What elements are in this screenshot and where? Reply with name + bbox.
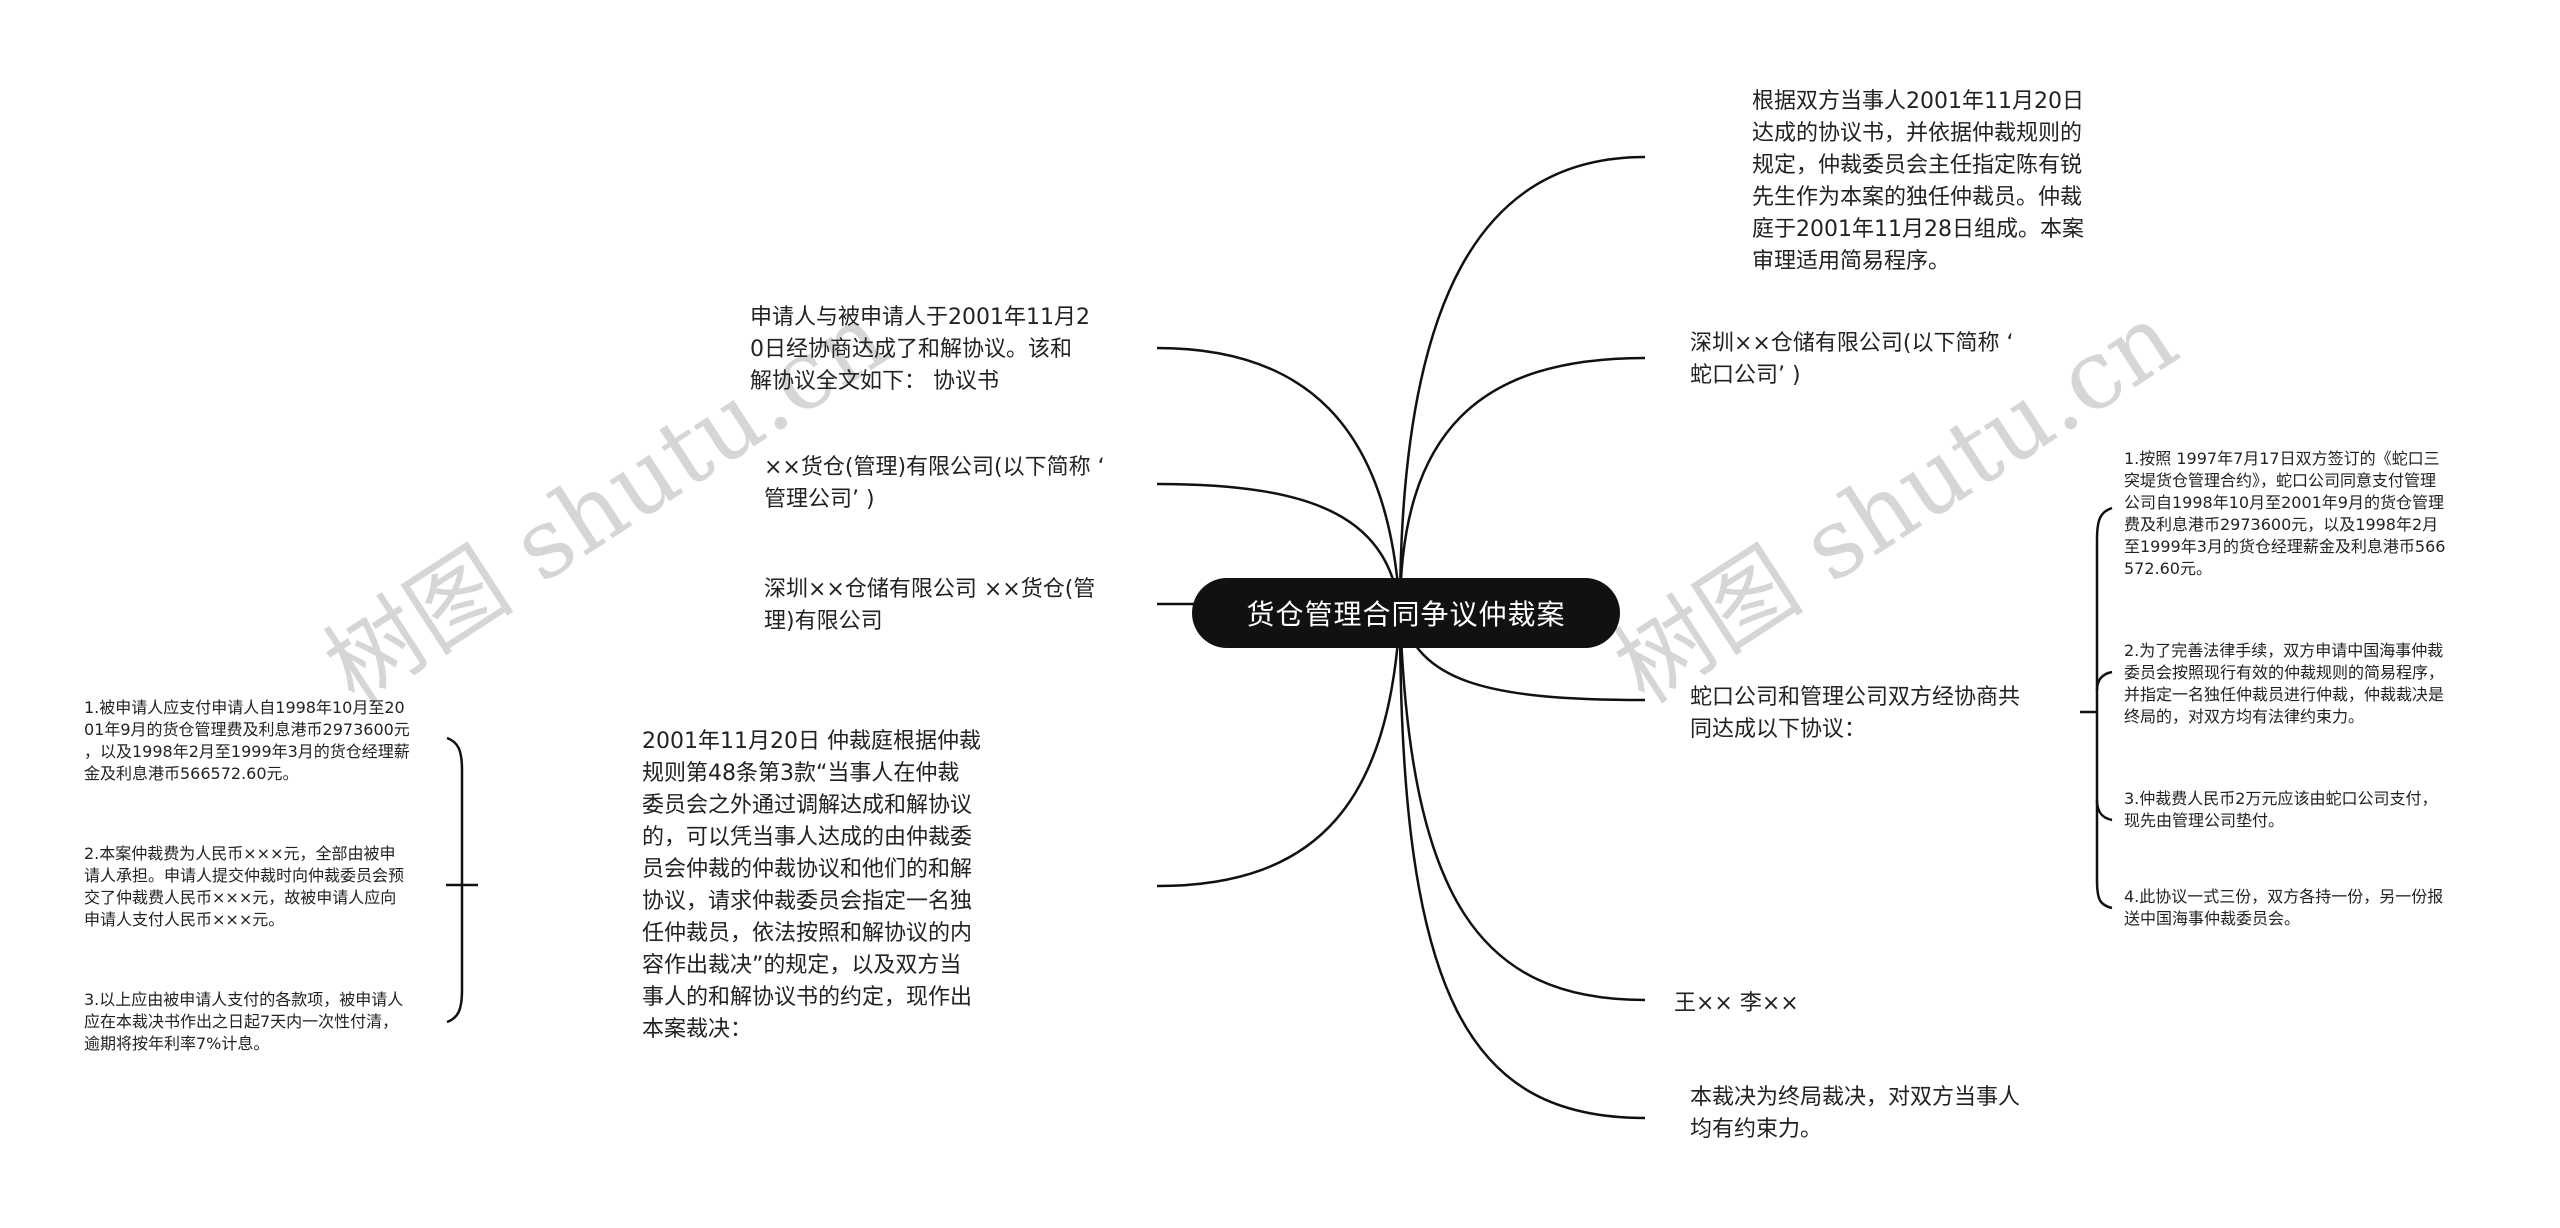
node-left-4-item-3[interactable]: 3.以上应由被申请人支付的各款项，被申请人 应在本裁决书作出之日起7天内一次性付… [84,990,404,1053]
node-left-4-item-2[interactable]: 2.本案仲裁费为人民币×××元，全部由被申 请人承担。申请人提交仲裁时向仲裁委员… [84,844,405,929]
node-left-2-management-co[interactable]: ××货仓(管理)有限公司(以下简称 ‘ 管理公司’ ) [764,455,1105,512]
bracket-right-tick-2 [2095,670,2113,691]
node-right-3-agreement[interactable]: 蛇口公司和管理公司双方经协商共 同达成以下协议： [1690,685,2021,742]
node-right-4-signatures[interactable]: 王×× 李×× [1674,991,1799,1016]
node-right-3-item-1[interactable]: 1.按照 1997年7月17日双方签订的《蛇口三 突堤货仓管理合约》，蛇口公司同… [2124,449,2446,578]
root-label: 货仓管理合同争议仲裁案 [1246,598,1566,631]
link-right-2 [1398,356,1646,614]
node-left-4-item-1[interactable]: 1.被申请人应支付申请人自1998年10月至20 01年9月的货仓管理费及利息港… [84,698,410,783]
link-right-5 [1398,612,1646,1120]
bracket-right [2095,506,2113,910]
bracket-left [446,736,464,1024]
node-right-2-shekou[interactable]: 深圳××仓储有限公司(以下简称 ‘ 蛇口公司’ ) [1690,331,2014,388]
node-left-3-parties[interactable]: 深圳××仓储有限公司 ××货仓(管 理)有限公司 [764,577,1096,634]
node-left-1-settlement[interactable]: 申请人与被申请人于2001年11月2 0日经协商达成了和解协议。该和 解协议全文… [750,305,1090,394]
link-right-4 [1398,612,1646,1002]
node-left-4-award[interactable]: 2001年11月20日 仲裁庭根据仲裁 规则第48条第3款“当事人在仲裁 委员会… [642,729,981,1042]
node-right-5-final[interactable]: 本裁决为终局裁决，对双方当事人 均有约束力。 [1690,1085,2021,1142]
bracket-right-tick-3 [2095,799,2113,822]
node-right-3-item-2[interactable]: 2.为了完善法律手续，双方申请中国海事仲裁 委员会按照现行有效的仲裁规则的简易程… [2124,641,2445,726]
root-node[interactable]: 货仓管理合同争议仲裁案 [1192,578,1620,648]
link-left-4 [1156,612,1402,888]
link-left-1 [1156,346,1402,614]
node-right-3-item-4[interactable]: 4.此协议一式三份，双方各持一份，另一份报 送中国海事仲裁委员会。 [2124,887,2444,928]
node-right-3-item-3[interactable]: 3.仲裁费人民币2万元应该由蛇口公司支付， 现先由管理公司垫付。 [2124,789,2438,830]
link-right-1 [1398,155,1646,614]
node-right-1-arbitrator[interactable]: 根据双方当事人2001年11月20日 达成的协议书，并依据仲裁规则的 规定，仲裁… [1752,89,2084,274]
